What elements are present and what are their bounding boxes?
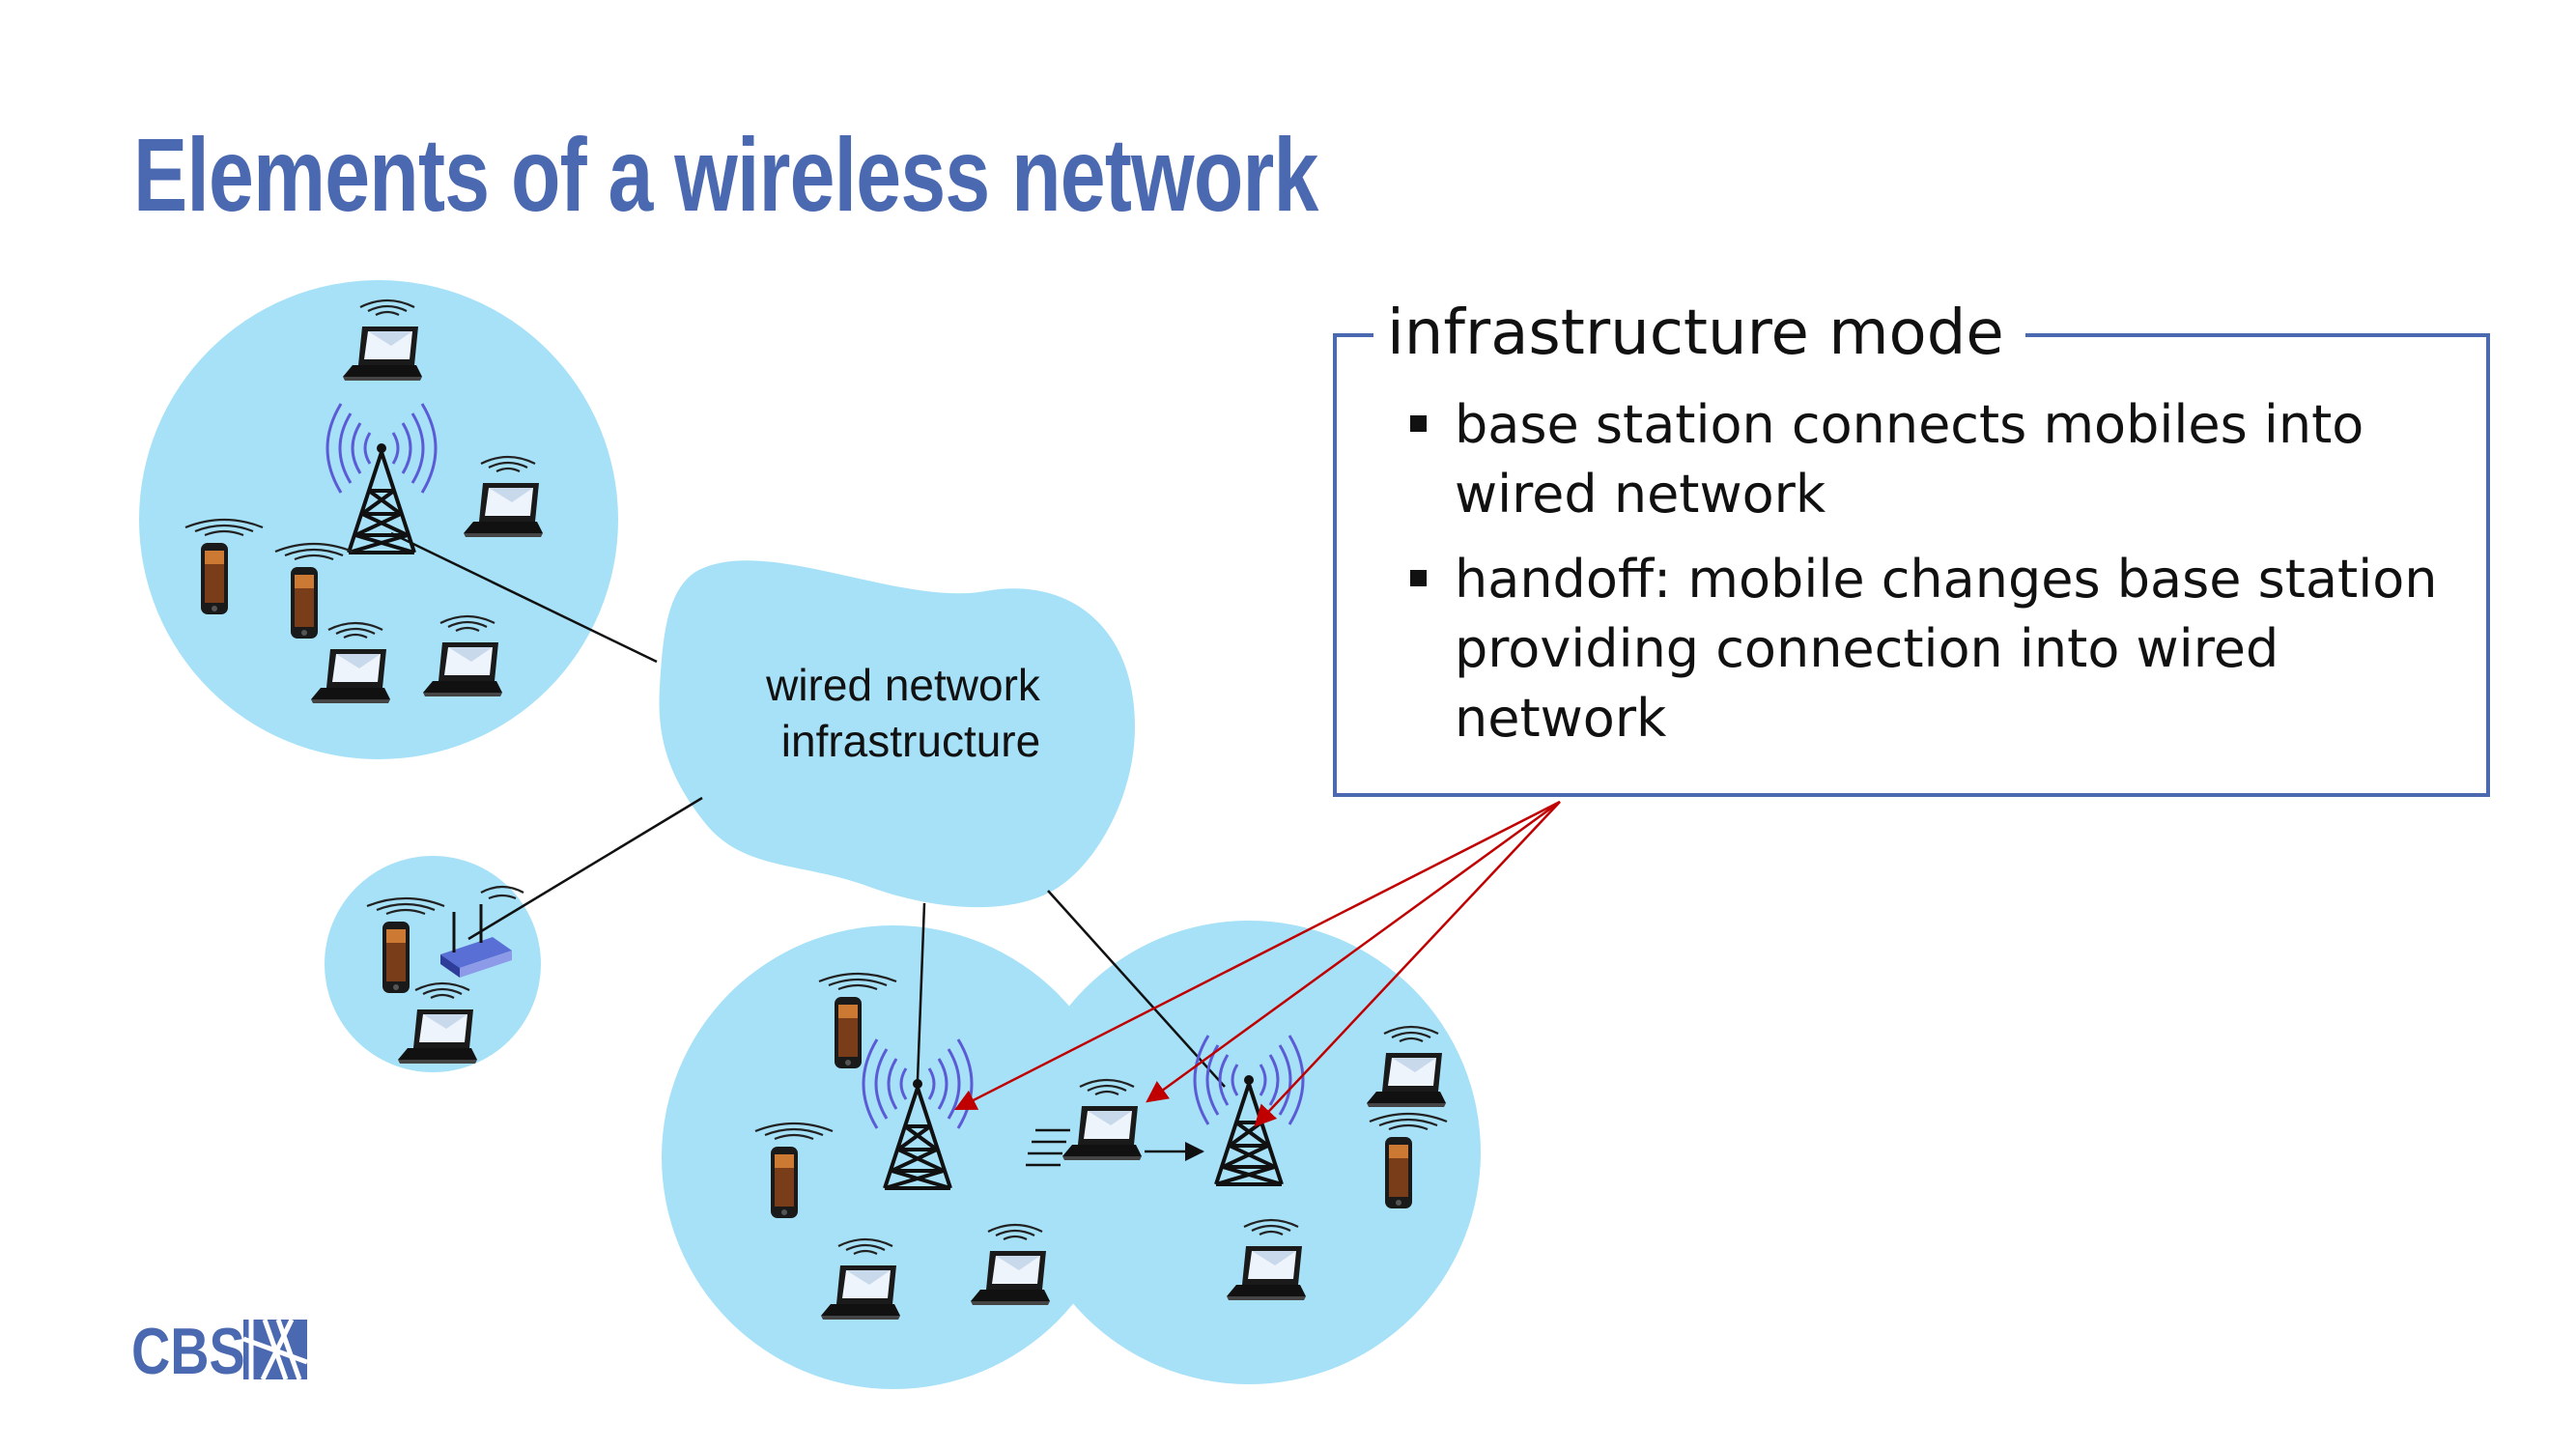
legend-pointer-arrow xyxy=(953,800,1561,1111)
wired-link-middle-tower xyxy=(916,902,926,1081)
square-bullet-icon xyxy=(1410,415,1427,432)
cbs-logo: CBS xyxy=(131,1314,307,1389)
wired-link-router xyxy=(467,796,703,941)
cbs-logo-icon xyxy=(243,1320,307,1379)
square-bullet-icon xyxy=(1410,570,1427,586)
legend-pointer-arrow xyxy=(1254,801,1561,1127)
slide-title: Elements of a wireless network xyxy=(133,116,1318,233)
cloud-label-line2: infrastructure xyxy=(781,716,1040,766)
legend-pointer-arrow xyxy=(1146,800,1561,1103)
wired-link-top-tower xyxy=(390,531,658,664)
legend-bullet-text: base station connects mobiles into wired… xyxy=(1455,394,2364,525)
cbs-logo-text: CBS xyxy=(131,1315,245,1388)
wired-link-right-tower xyxy=(1047,890,1226,1088)
wired-network-cloud xyxy=(659,560,1135,908)
coverage-cell-bottom-right xyxy=(1017,921,1481,1384)
infrastructure-mode-heading: infrastructure mode xyxy=(1373,295,2025,372)
legend-bullet-text: handoff: mobile changes base station pro… xyxy=(1455,549,2438,749)
cloud-label-line1: wired network xyxy=(765,660,1041,710)
